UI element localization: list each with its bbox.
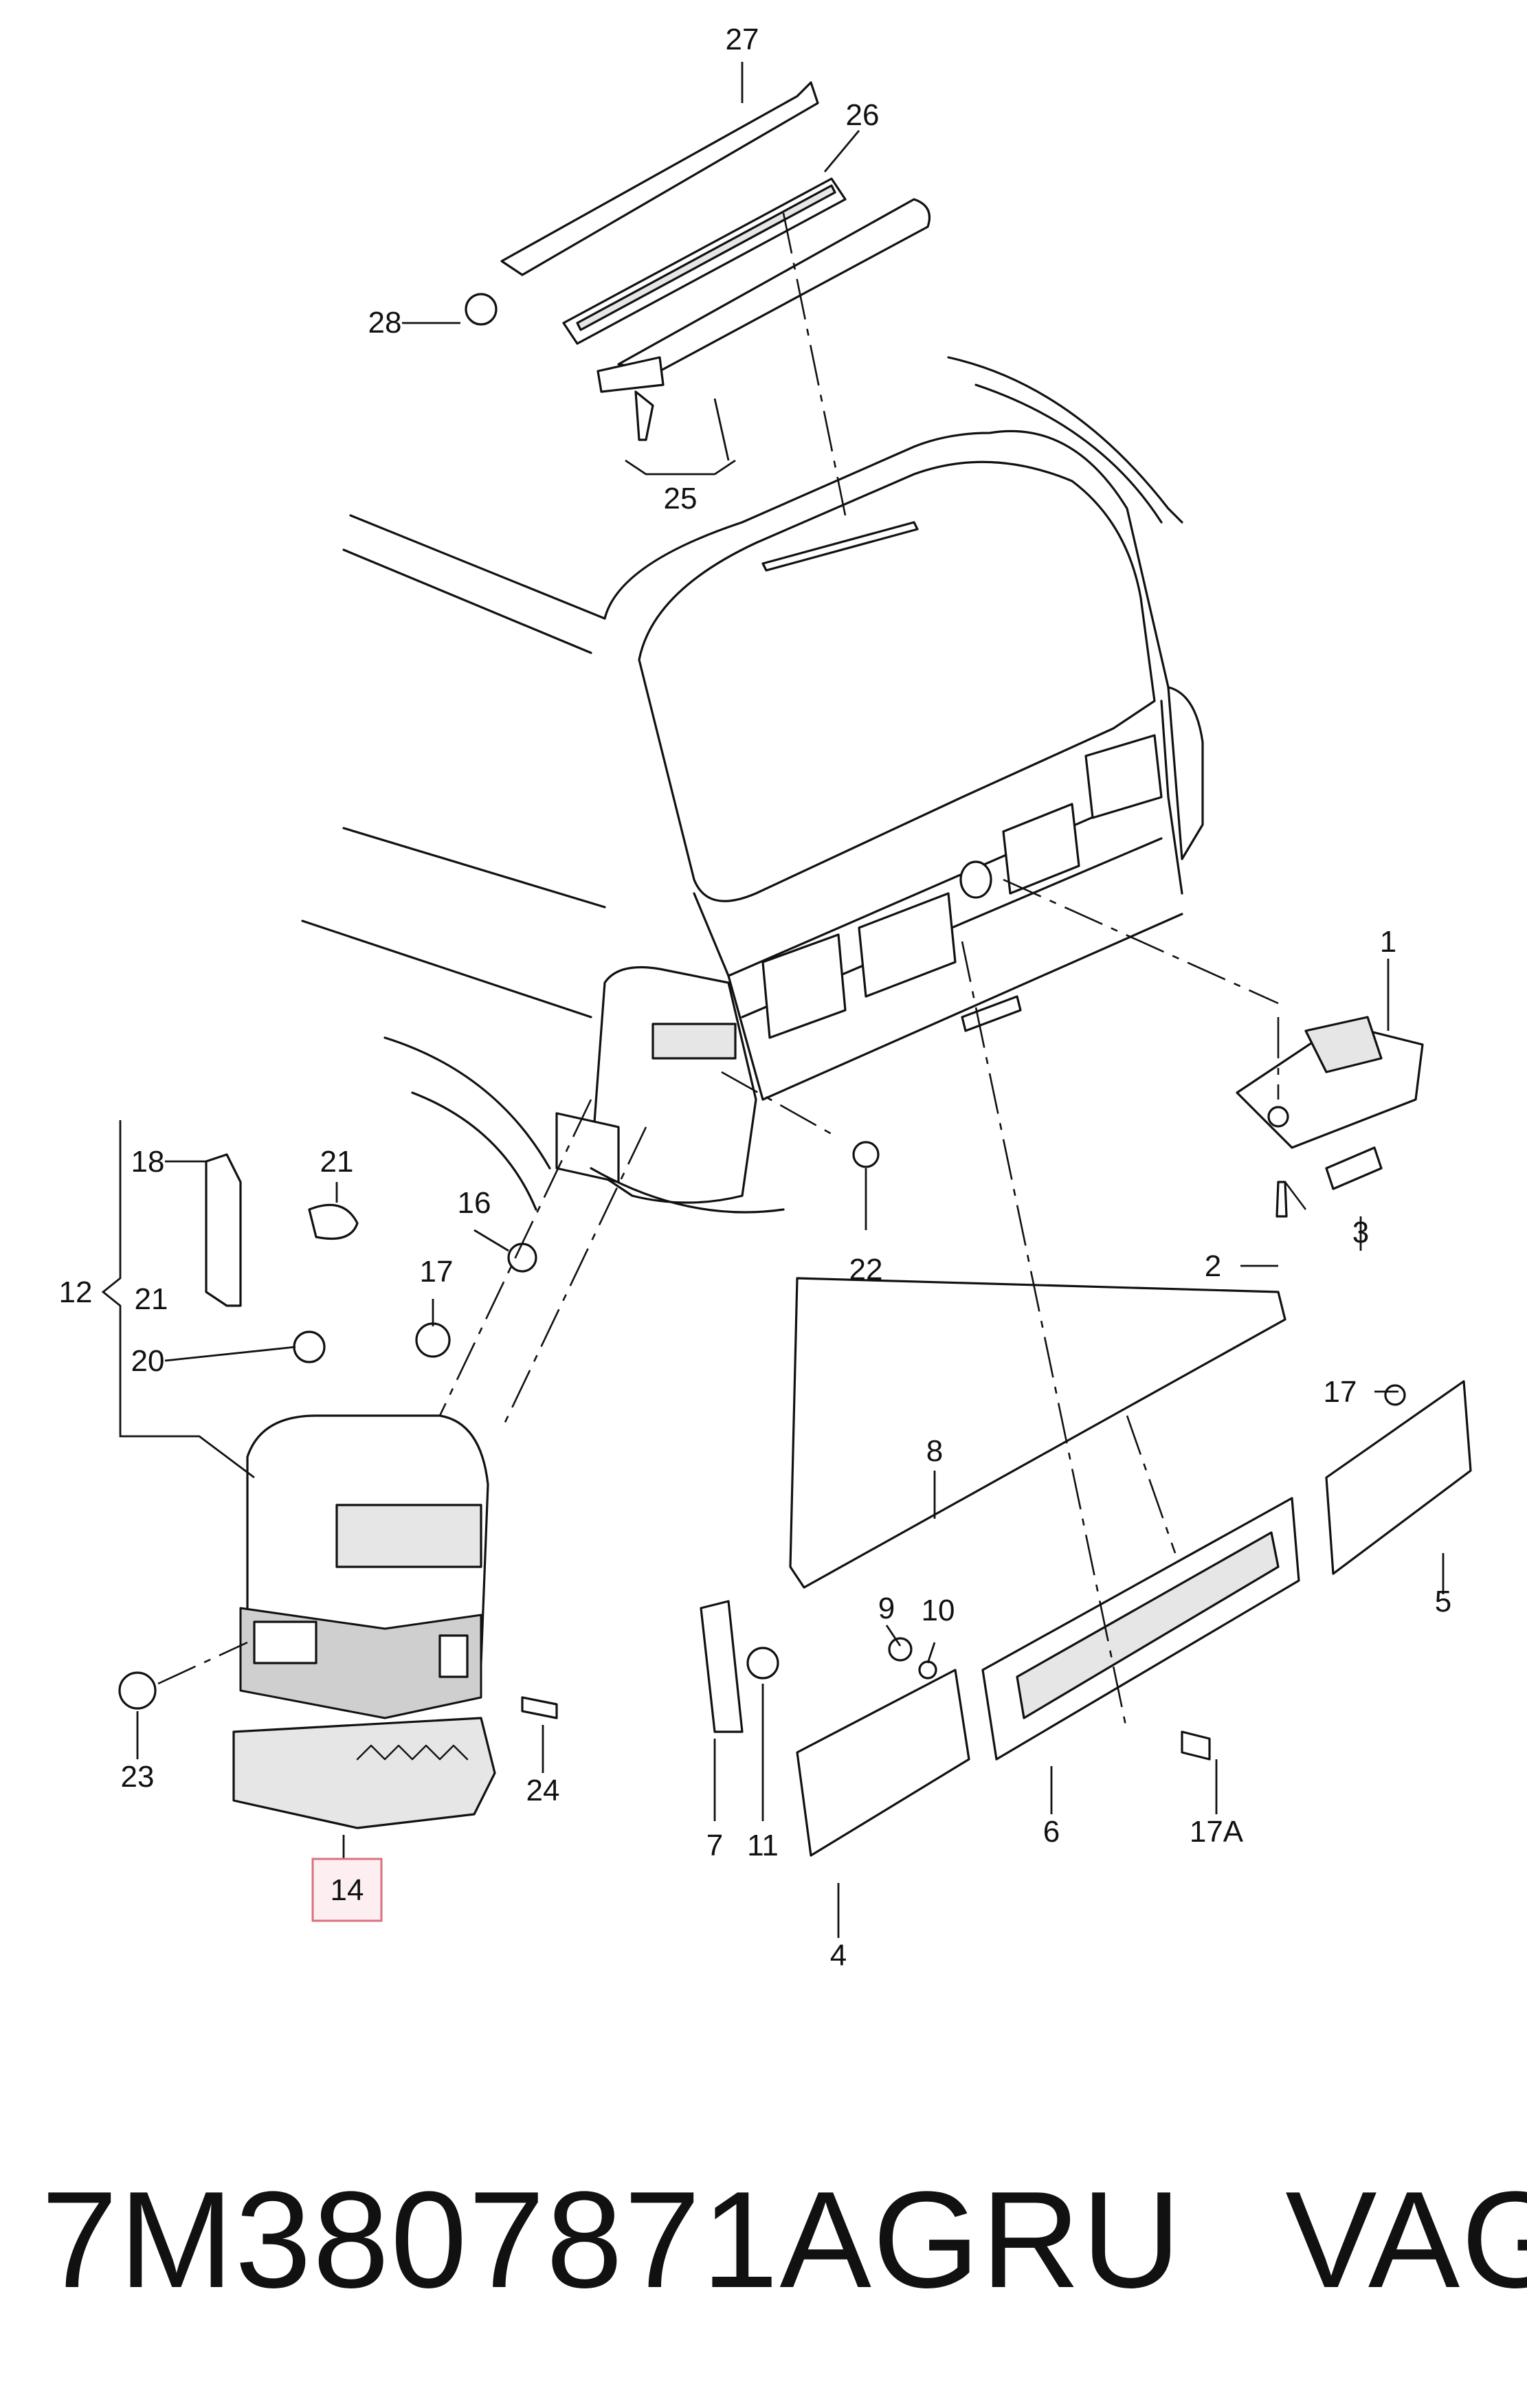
callout-26: 26 — [846, 98, 880, 132]
callout-18: 18 — [131, 1145, 165, 1179]
part-code: 7M3807871AGRU — [41, 2163, 1183, 2317]
callout-22: 22 — [849, 1253, 883, 1286]
third-brake-light-assembly — [465, 81, 931, 441]
callout-23: 23 — [121, 1760, 155, 1794]
lock-assembly — [1236, 1016, 1424, 1218]
part-23-clip — [118, 1671, 157, 1710]
callout-2: 2 — [1205, 1249, 1221, 1283]
callout-11: 11 — [747, 1829, 779, 1862]
callout-28: 28 — [368, 306, 402, 339]
callout-27: 27 — [726, 23, 759, 56]
part-9-nut — [888, 1637, 913, 1662]
part-20-bulb — [293, 1330, 326, 1363]
callout-12: 12 — [59, 1275, 93, 1309]
part-2-screw — [1275, 1181, 1288, 1218]
assembly-lines — [157, 212, 1307, 1732]
callout-labels: 27 26 28 25 1 2 3 18 21 16 12 21 17 22 2… — [59, 23, 1452, 1972]
part-8-seal — [789, 1277, 1286, 1589]
part-22-clip — [852, 1141, 880, 1168]
callout-9: 9 — [878, 1592, 895, 1625]
part-16-nut — [507, 1242, 537, 1273]
callout-8: 8 — [926, 1434, 943, 1468]
callout-17-right: 17 — [1324, 1375, 1357, 1409]
part-21-bulb-top — [308, 1203, 359, 1240]
part-7-bracket — [700, 1600, 744, 1733]
part-17b-nut — [1384, 1384, 1406, 1406]
callout-5: 5 — [1435, 1585, 1451, 1618]
part-3-bulb — [1325, 1146, 1383, 1190]
callout-3: 3 — [1352, 1216, 1369, 1249]
callout-6: 6 — [1043, 1815, 1060, 1849]
callout-20: 20 — [131, 1344, 165, 1378]
callout-17-left: 17 — [420, 1255, 454, 1289]
callout-7: 7 — [706, 1829, 723, 1862]
part-24-screw — [521, 1696, 558, 1719]
part-18-bulb-holder — [205, 1153, 242, 1307]
part-10-washer — [918, 1660, 937, 1680]
plate-lamp-assembly — [700, 1277, 1472, 1857]
part-17A-screw — [1181, 1730, 1211, 1761]
part-26-lens — [617, 198, 931, 372]
part-28-clip — [465, 293, 498, 326]
vehicle-body — [301, 356, 1204, 1214]
leader-lines — [101, 62, 1445, 1938]
callout-10: 10 — [922, 1594, 955, 1627]
part-number-footer: 7M3807871AGRU VAG — [41, 2158, 1527, 2323]
callout-21-top: 21 — [320, 1145, 354, 1179]
tail-light-assembly — [118, 1141, 880, 1829]
part-11-bulb — [746, 1647, 779, 1680]
callout-25: 25 — [664, 482, 698, 515]
part-14-lower-lens — [232, 1717, 496, 1829]
part-25-screw — [634, 390, 654, 441]
callout-17A: 17A — [1190, 1815, 1244, 1849]
part-17-nut — [415, 1322, 451, 1358]
callout-16: 16 — [458, 1186, 491, 1220]
callout-14: 14 — [331, 1873, 364, 1907]
part-4-lamp-cover — [796, 1669, 970, 1857]
tail-light-lens-amber — [335, 1504, 482, 1568]
callout-21-bottom: 21 — [135, 1282, 168, 1316]
callout-4: 4 — [830, 1939, 847, 1972]
highlight-box-14 — [311, 1858, 383, 1922]
part-27-bracket — [500, 81, 819, 276]
part-5-lamp-cover — [1325, 1380, 1472, 1575]
brand-name: VAG — [1285, 2163, 1527, 2317]
callout-24: 24 — [526, 1774, 560, 1807]
callout-1: 1 — [1380, 925, 1396, 959]
